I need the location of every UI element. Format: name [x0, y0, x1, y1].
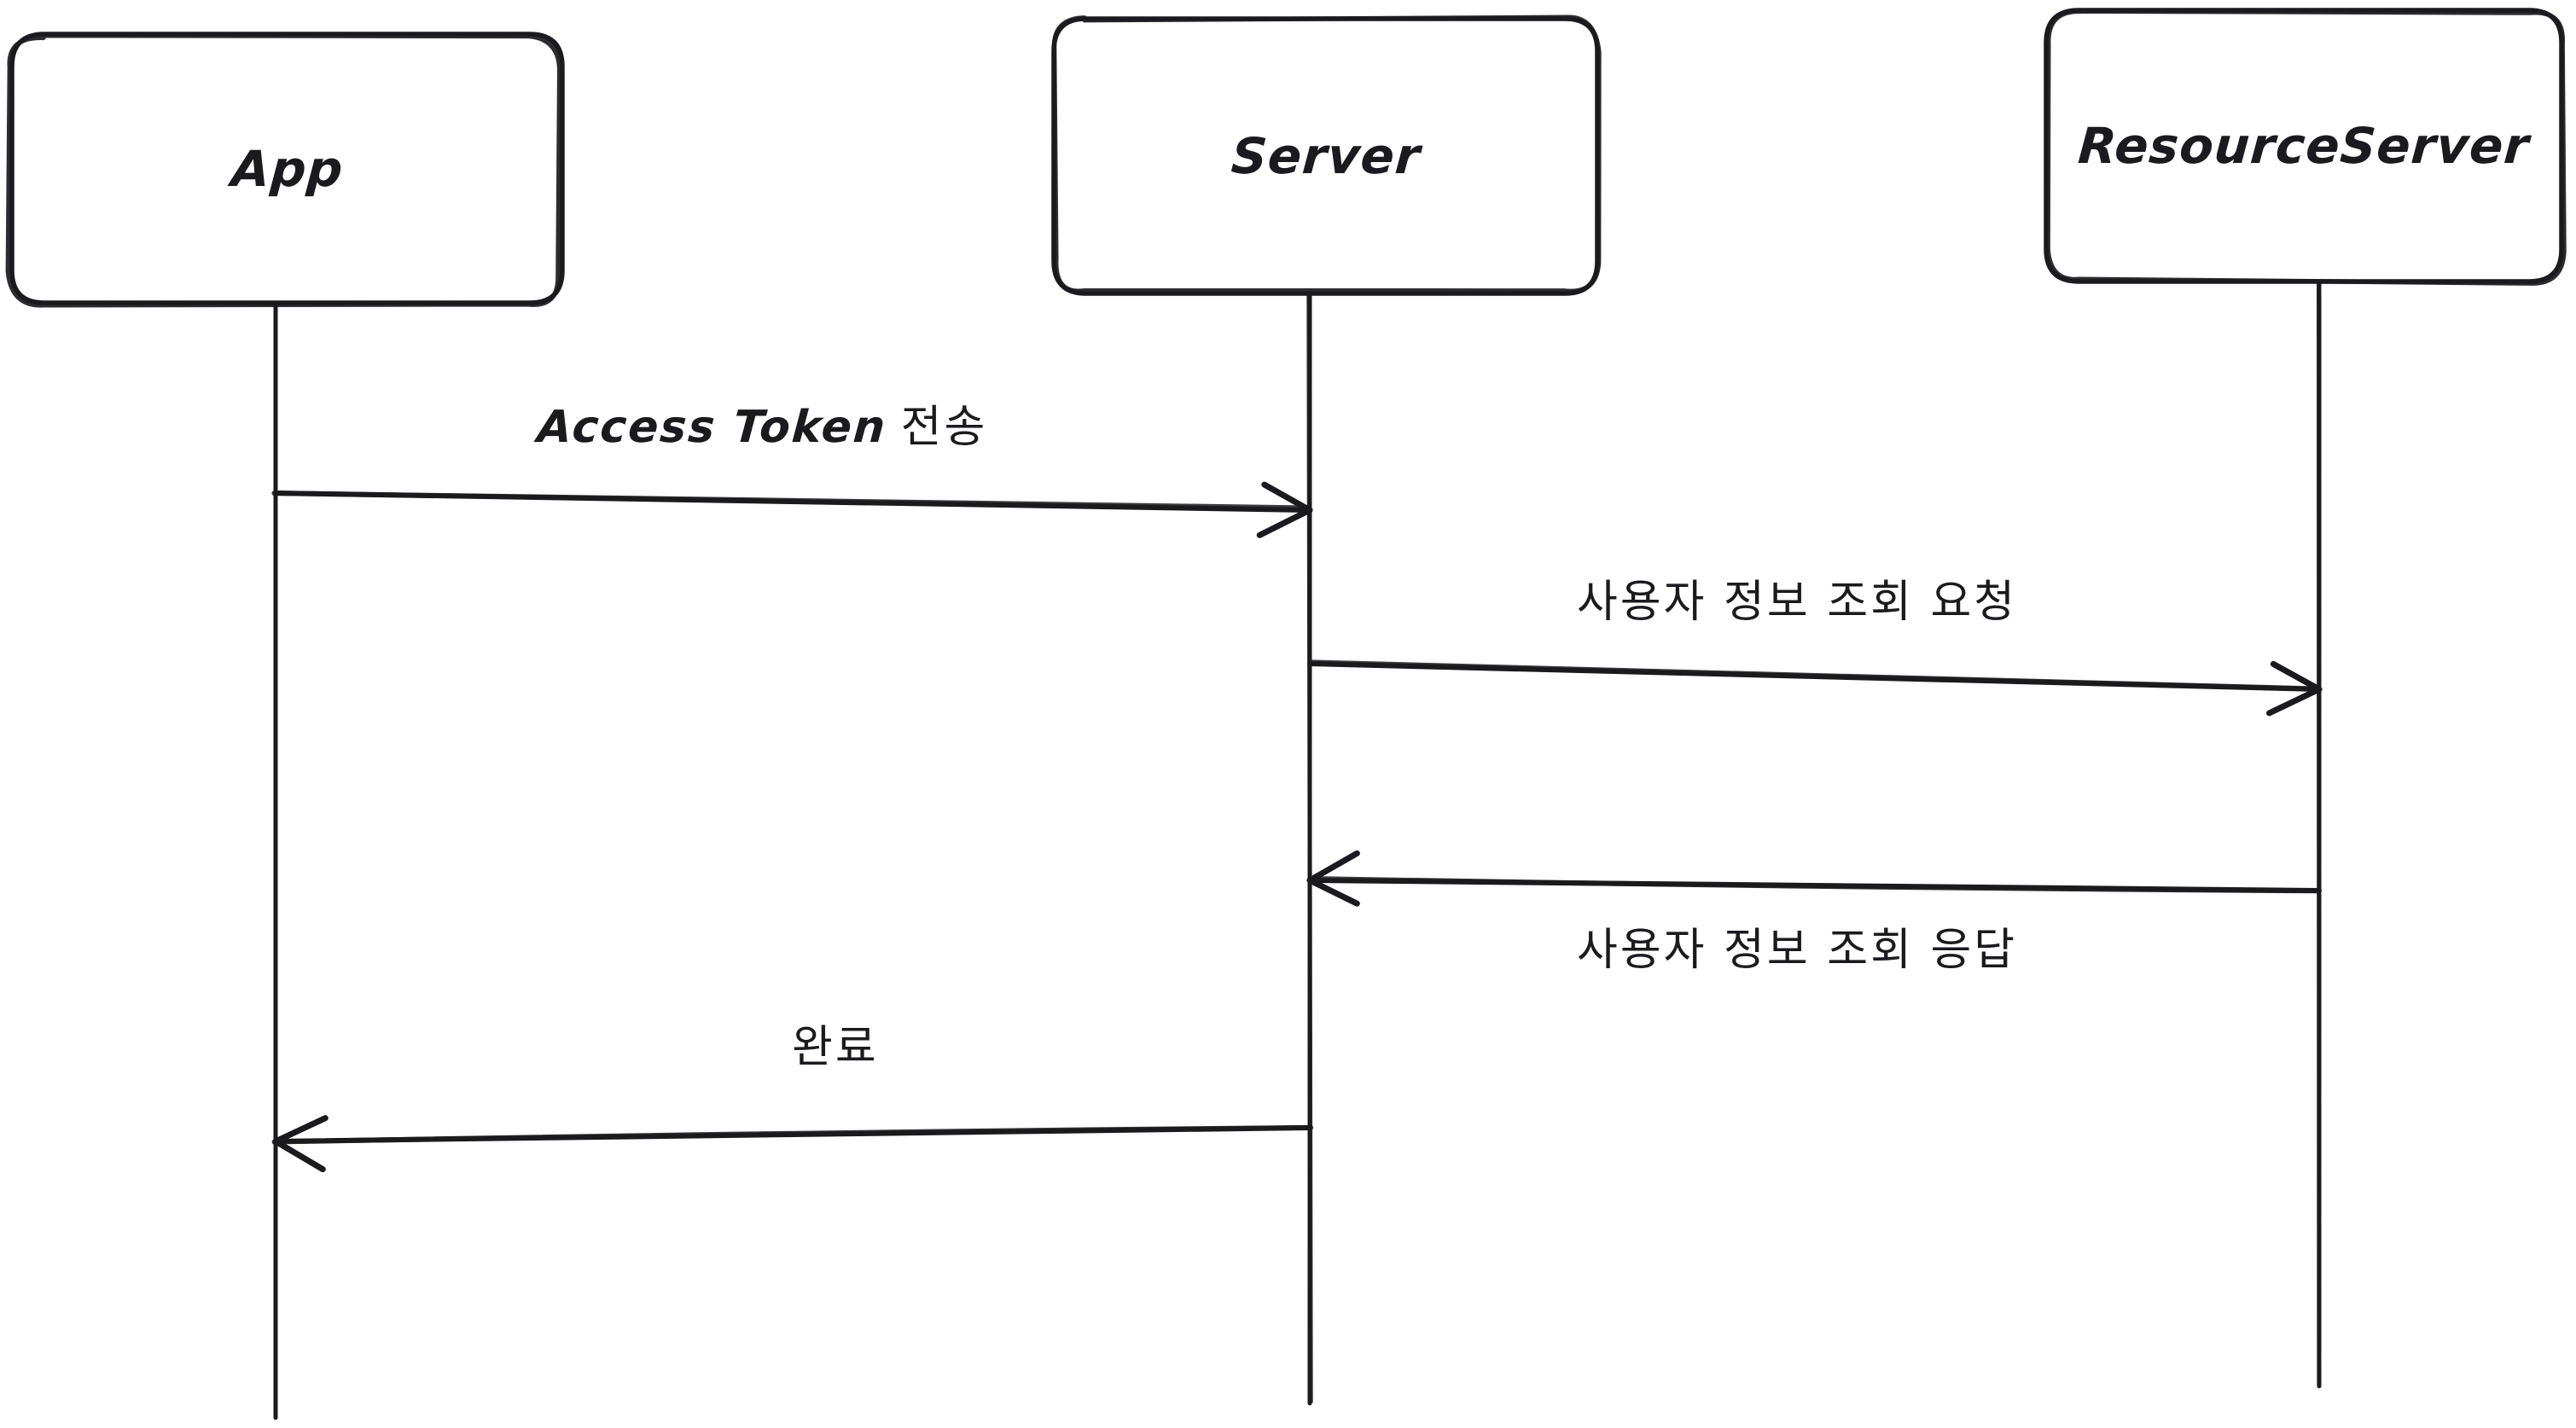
- message-arrow-4[interactable]: [271, 1115, 1314, 1173]
- arrow-head[interactable]: [2266, 660, 2323, 717]
- arrow-head[interactable]: [1306, 850, 1360, 907]
- message-arrow-1[interactable]: [271, 481, 1313, 538]
- lifeline-resourceserver: [2317, 274, 2323, 1389]
- arrow-head[interactable]: [1256, 481, 1313, 538]
- lifeline-server: [1306, 287, 1313, 1406]
- participant-box-resourceserver[interactable]: [2044, 8, 2567, 286]
- message-arrow-2[interactable]: [1307, 659, 2323, 717]
- message-arrow-3[interactable]: [1306, 850, 2322, 907]
- participant-box-app[interactable]: [5, 32, 565, 308]
- participant-box-server[interactable]: [1051, 15, 1602, 296]
- arrow-head[interactable]: [272, 1115, 329, 1173]
